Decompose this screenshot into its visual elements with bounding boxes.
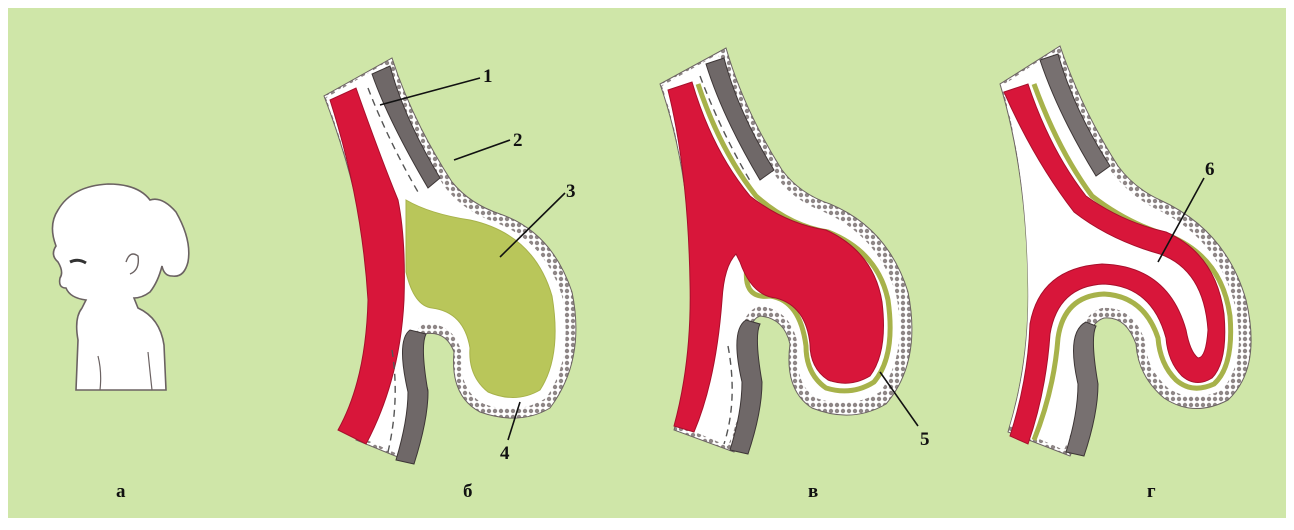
callout-4: 4 <box>500 443 510 464</box>
panel-label-b: б <box>463 481 473 502</box>
panel-label-v: в <box>808 481 818 502</box>
callout-6: 6 <box>1205 159 1215 180</box>
callout-5: 5 <box>920 429 930 450</box>
callout-2: 2 <box>513 130 523 151</box>
callout-3: 3 <box>566 181 576 202</box>
panel-label-a: а <box>116 481 126 502</box>
panel-label-g: г <box>1147 481 1156 502</box>
callout-1: 1 <box>483 66 493 87</box>
